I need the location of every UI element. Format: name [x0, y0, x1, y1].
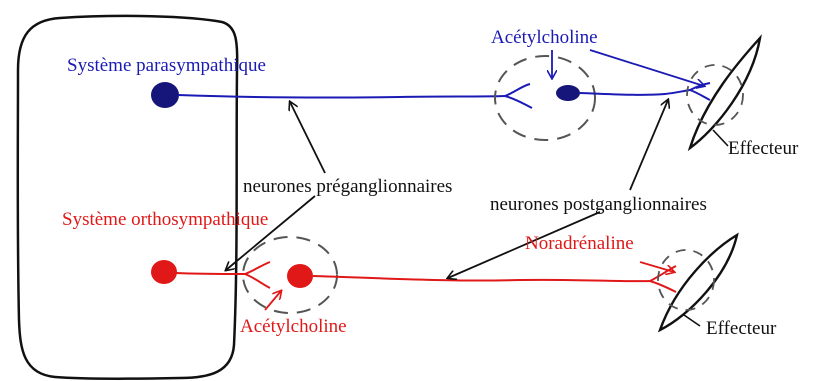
orthosympathetic-preganglionic-axon — [176, 273, 245, 274]
acetylcholine-top-arrow-effector — [590, 50, 704, 86]
effector-top-label-leader — [713, 130, 728, 146]
effector-bottom — [658, 235, 737, 330]
orthosympathetic-cell-body — [151, 260, 177, 284]
orthosympathetic-ganglion-cell-body — [287, 264, 313, 288]
preganglionic-neurons-label: neurones préganglionnaires — [243, 176, 452, 197]
effector-bottom-shape — [660, 235, 737, 330]
noradrenaline-arrow — [640, 262, 674, 272]
acetylcholine-bottom-label: Acétylcholine — [240, 316, 347, 337]
orthosympathetic-postganglionic-axon — [313, 276, 650, 281]
parasympathetic-cell-body — [151, 82, 179, 108]
parasympathetic-preganglionic-axon — [178, 95, 505, 98]
effector-top-label: Effecteur — [728, 138, 799, 159]
preganglionic-arrow-parasympathetic — [290, 102, 325, 173]
parasympathetic-system-label: Système parasympathique — [67, 55, 266, 76]
effector-bottom-label: Effecteur — [706, 318, 777, 339]
postganglionic-neurons-label: neurones postganglionnaires — [490, 194, 707, 215]
preganglionic-arrow-orthosympathetic — [226, 196, 315, 270]
postganglionic-arrow-parasympathetic — [630, 100, 668, 190]
effector-top-shape — [690, 38, 760, 148]
acetylcholine-bottom-arrow — [265, 291, 281, 310]
effector-bottom-label-leader — [684, 315, 700, 326]
orthosympathetic-system-label: Système orthosympathique — [62, 209, 268, 230]
orthosympathetic-preganglionic-terminal — [245, 262, 270, 288]
acetylcholine-top-label: Acétylcholine — [491, 27, 598, 48]
parasympathetic-ganglion-cell-body — [556, 85, 580, 101]
parasympathetic-preganglionic-terminal — [505, 84, 532, 108]
orthosympathetic-postganglionic-terminal — [650, 266, 676, 292]
parasympathetic-postganglionic-axon — [580, 90, 690, 95]
noradrenaline-label: Noradrénaline — [525, 233, 634, 254]
